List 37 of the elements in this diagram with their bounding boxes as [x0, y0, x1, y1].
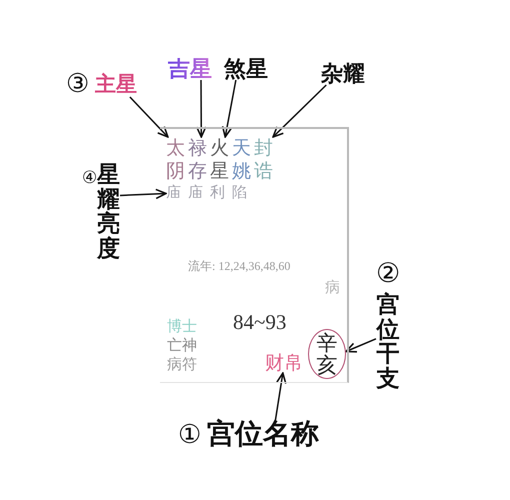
star-name: 太阴: [166, 137, 185, 183]
arrow: [345, 338, 376, 353]
annotation-label: 杂耀: [321, 63, 365, 85]
year-list-text: 流年: 12,24,36,48,60: [188, 260, 290, 272]
ellipse-outline: [308, 329, 346, 379]
annotation-label: 煞星: [224, 58, 268, 80]
brightness-label: 庙: [188, 186, 203, 201]
arrow: [272, 84, 327, 138]
spirit-name: 亡神: [167, 339, 197, 354]
star-name: 火星: [210, 137, 229, 183]
callout-number: ④: [82, 169, 97, 186]
palace-name: 财帛: [265, 354, 303, 373]
arrow: [196, 80, 207, 138]
spirit-name: 病符: [167, 358, 197, 373]
palace-card: [160, 127, 349, 383]
annotation-label: 吉星: [168, 58, 212, 80]
stem-branch-text: 辛亥: [316, 332, 338, 376]
star-name: 天姚: [232, 137, 251, 183]
arrow: [129, 96, 169, 138]
age-range-text: 84~93: [233, 312, 286, 333]
spirit-name: 博士: [167, 320, 197, 335]
arrow: [274, 372, 287, 422]
annotation-label: 宫位干支: [376, 293, 400, 392]
brightness-label: 庙: [166, 186, 181, 201]
star-name: 禄存: [188, 137, 207, 183]
annotation-label: 主星: [95, 74, 137, 94]
callout-number: ③: [66, 71, 89, 97]
stage-label: 病: [325, 281, 340, 296]
brightness-label: 陷: [232, 186, 247, 201]
arrow: [120, 188, 167, 200]
star-name: 封诰: [254, 137, 273, 183]
arrow: [222, 80, 237, 138]
callout-number: ①: [178, 422, 201, 448]
annotation-label: 星耀亮度: [97, 163, 120, 262]
brightness-label: 利: [210, 186, 225, 201]
callout-number: ②: [376, 260, 400, 287]
annotation-label: 宫位名称: [207, 421, 319, 449]
